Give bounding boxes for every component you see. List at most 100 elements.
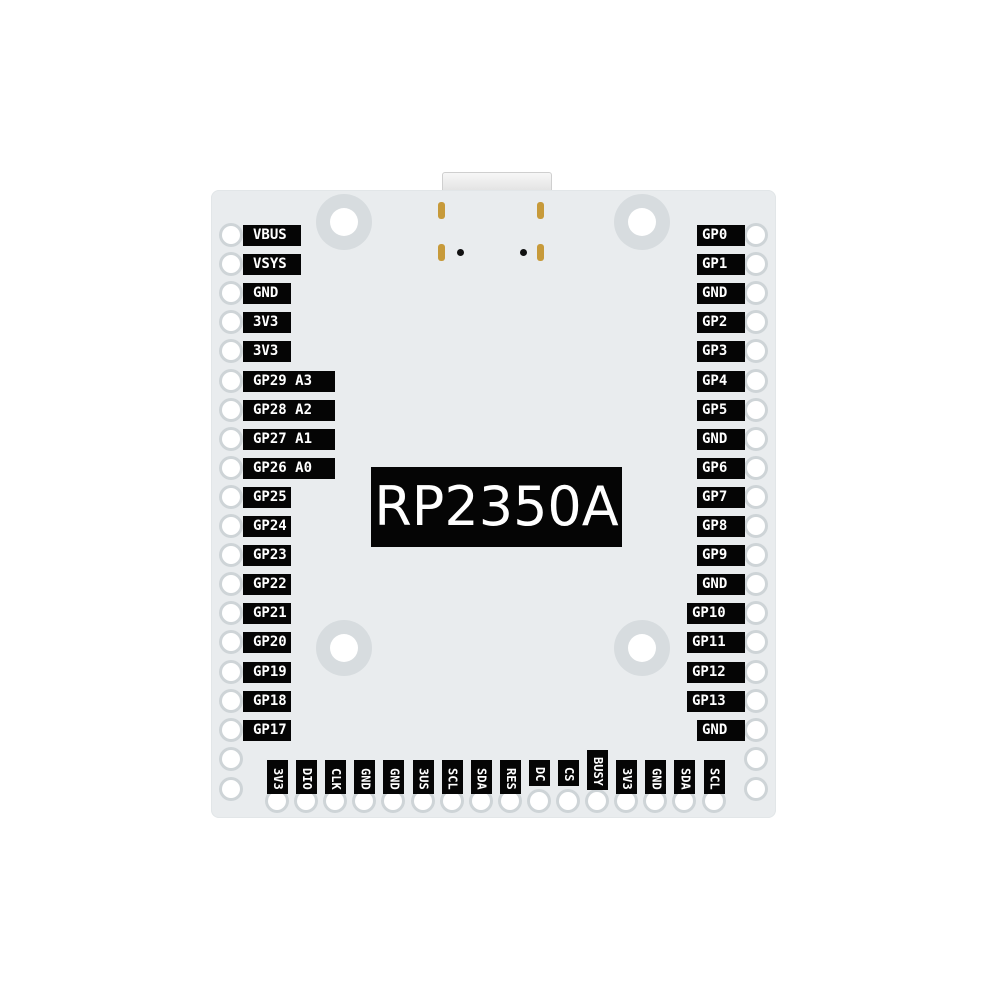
pin-label-left: GP26 A0 <box>243 457 335 479</box>
pin-label-bottom: GND <box>645 760 667 794</box>
pin-label-bottom: BUSY <box>587 750 609 790</box>
header-pin <box>222 517 240 535</box>
header-pin <box>747 662 765 681</box>
header-pin <box>747 458 765 477</box>
usb-solder-pad <box>537 202 544 219</box>
pin-label-bottom: 3V3 <box>267 760 288 794</box>
header-pin <box>222 575 240 594</box>
pin-label-left: GP19 <box>243 661 291 683</box>
header-pin <box>588 792 607 810</box>
header-pin <box>222 750 240 768</box>
header-pin <box>222 429 240 448</box>
mounting-hole-top-right <box>614 194 670 250</box>
pin-label-left: GP24 <box>243 516 291 537</box>
usb-solder-pad <box>537 244 544 261</box>
pin-label-bottom: DIO <box>296 760 318 794</box>
pin-label-right: GND <box>697 574 745 596</box>
pin-label-left: GP27 A1 <box>243 428 335 450</box>
pin-label-left: VSYS <box>243 254 301 276</box>
header-pin <box>704 792 723 810</box>
mounting-hole-bottom-left <box>316 620 372 676</box>
pin-label-right: GP3 <box>697 341 745 363</box>
pin-label-bottom: CS <box>558 760 579 786</box>
header-pin <box>747 342 765 361</box>
pin-label-right: GND <box>697 719 745 741</box>
pin-label-right: GP9 <box>697 545 745 567</box>
header-pin <box>747 575 765 594</box>
pin-label-bottom: 3US <box>412 760 434 794</box>
header-pin <box>747 691 765 710</box>
pin-label-right: GP4 <box>697 370 745 392</box>
pin-label-bottom: SDA <box>674 760 696 794</box>
header-pin <box>222 458 240 477</box>
header-pin <box>747 429 765 448</box>
pin-label-right: GP1 <box>697 254 745 276</box>
pin-label-left: GND <box>243 283 291 305</box>
header-pin <box>326 792 345 810</box>
pin-label-right: GP5 <box>697 399 745 421</box>
pin-label-left: GP20 <box>243 632 291 654</box>
header-pin <box>747 255 765 274</box>
pin-label-left: 3V3 <box>243 341 291 363</box>
header-pin <box>442 792 461 810</box>
header-pin <box>747 313 765 332</box>
header-pin <box>529 792 548 810</box>
header-pin <box>222 633 240 652</box>
header-pin <box>747 226 765 244</box>
header-pin <box>222 226 240 244</box>
header-pin <box>222 546 240 565</box>
header-pin <box>222 313 240 332</box>
pin-label-right: GP2 <box>697 312 745 334</box>
usb-solder-pad <box>438 202 445 219</box>
pin-label-left: 3V3 <box>243 312 291 334</box>
header-pin <box>747 780 765 798</box>
pin-label-right: GP0 <box>697 225 745 246</box>
pin-label-right: GP11 <box>687 632 745 654</box>
pin-label-right: GP10 <box>687 603 745 625</box>
pin-label-right: GND <box>697 428 745 450</box>
header-pin <box>384 792 403 810</box>
header-pin <box>747 400 765 419</box>
pin-label-bottom: SDA <box>470 760 492 794</box>
pin-label-bottom: RES <box>499 760 521 794</box>
pin-label-right: GP12 <box>687 661 745 683</box>
header-pin <box>222 400 240 419</box>
header-pin <box>222 780 240 798</box>
via-dot <box>520 249 527 256</box>
usb-solder-pad <box>438 244 445 261</box>
header-pin <box>268 792 286 810</box>
header-pin <box>747 720 765 739</box>
pin-label-bottom: GND <box>354 760 376 794</box>
pin-label-left: VBUS <box>243 225 301 246</box>
pin-label-bottom: DC <box>528 760 550 786</box>
pin-label-left: GP23 <box>243 545 291 567</box>
pin-label-left: GP25 <box>243 486 291 508</box>
pin-label-left: GP28 A2 <box>243 399 335 421</box>
pin-label-bottom: GND <box>383 760 405 794</box>
pin-label-bottom: SCL <box>441 760 463 794</box>
mounting-hole-bottom-right <box>614 620 670 676</box>
header-pin <box>222 720 240 739</box>
header-pin <box>747 284 765 303</box>
header-pin <box>559 792 577 810</box>
pin-label-left: GP21 <box>243 603 291 625</box>
pin-label-right: GP13 <box>687 690 745 712</box>
header-pin <box>222 487 240 506</box>
pin-label-left: GP18 <box>243 690 291 712</box>
header-pin <box>222 371 240 390</box>
header-pin <box>747 633 765 652</box>
pin-label-left: GP22 <box>243 574 291 596</box>
pin-label-left: GP29 A3 <box>243 370 335 392</box>
header-pin <box>747 546 765 565</box>
header-pin <box>222 662 240 681</box>
header-pin <box>222 342 240 361</box>
header-pin <box>675 792 694 810</box>
header-pin <box>222 691 240 710</box>
pin-label-bottom: SCL <box>703 760 725 794</box>
pin-label-left: GP17 <box>243 719 291 741</box>
via-dot <box>457 249 464 256</box>
pin-label-bottom: 3V3 <box>616 760 638 794</box>
pin-label-right: GP7 <box>697 486 745 508</box>
mounting-hole-top-left <box>316 194 372 250</box>
